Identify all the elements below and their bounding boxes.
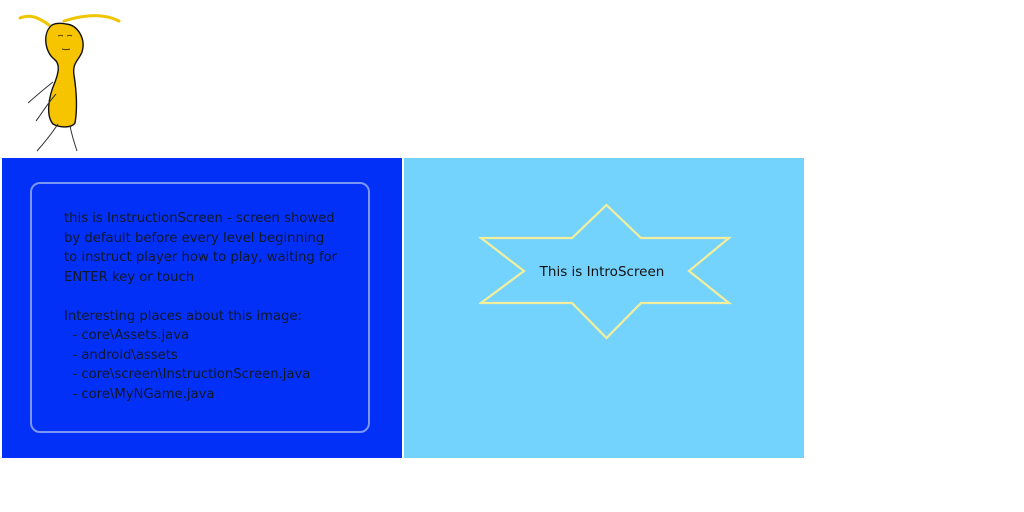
yellow-bug-character-icon bbox=[18, 14, 121, 152]
star-outline-icon bbox=[479, 203, 733, 340]
instruction-text-box: this is InstructionScreen - screen showe… bbox=[30, 182, 370, 433]
intro-screen-label: This is IntroScreen bbox=[539, 264, 665, 280]
instruction-text: this is InstructionScreen - screen showe… bbox=[64, 211, 338, 402]
instruction-screen-panel: this is InstructionScreen - screen showe… bbox=[2, 158, 402, 458]
intro-screen-panel: This is IntroScreen bbox=[404, 158, 804, 458]
